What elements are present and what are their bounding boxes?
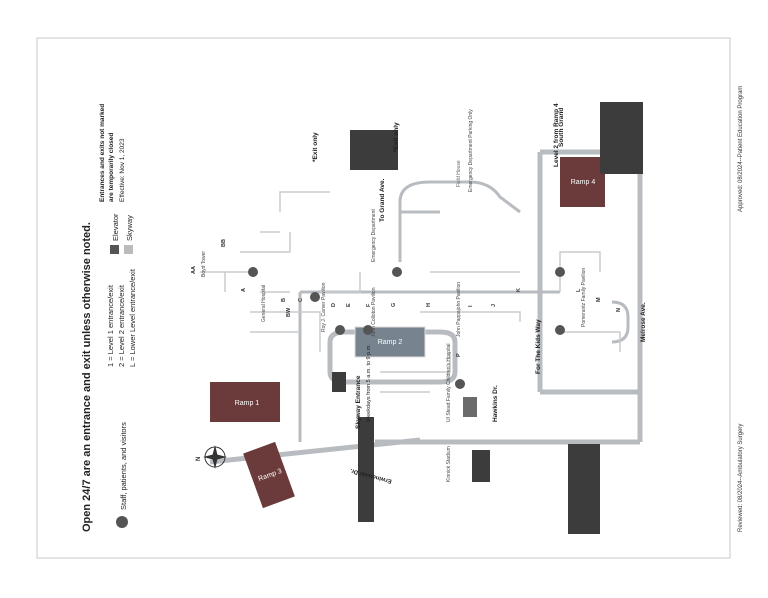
exit-only-2: *Exit only [393,122,400,152]
callout-emergency [350,130,398,170]
entrance-letter-i: I [468,305,474,307]
label-colloton: John Colloton Pavilion [371,287,377,337]
entrance-letter-aa: AA [191,266,197,274]
boyd-tower-outline [200,232,291,293]
entrance-marker-1[interactable] [248,267,258,277]
entrance-letter-j: J [491,304,497,307]
entrance-letter-h: H [426,303,432,307]
entrance-letter-e: E [346,303,352,307]
compass-north-label: N [196,457,202,461]
footer-approved: Approved: 08/2024--Patient Education Pro… [738,86,744,212]
callout-skyway [332,372,346,392]
label-emergency-parking: Emergency Department Parking Only [468,109,474,192]
entrance-letter-d: D [331,303,337,307]
ramp-3[interactable] [243,441,295,509]
notice-line-2: are temporarily closed [108,133,115,202]
callout-kinnick [472,450,490,482]
notice-effective: Effective: Nov 1, 2023 [119,138,126,202]
label-stead: UI Stead Family Children's Hospital [446,344,452,422]
compass-icon [203,445,227,469]
entrance-letter-l: L [576,288,582,292]
label-emergency: Emergency Department [371,209,377,262]
street-to-grand: To Grand Ave. [379,178,386,222]
entrance-marker-3[interactable] [335,325,345,335]
legend-skyway: Skyway [125,215,134,241]
entrance-letter-bb: BB [221,239,227,247]
label-carver: Roy J. Carver Pavilion [321,282,327,332]
map-title: Open 24/7 are an entrance and exit unles… [81,222,93,532]
ramp-2[interactable] [354,326,426,358]
ramp-2-label: Ramp 2 [378,339,403,346]
label-general-hospital: General Hospital [261,285,267,322]
entrance-marker-5[interactable] [392,267,402,277]
notice-line-1: Entrances and exits not marked [99,104,106,202]
callout-south-grand [600,102,643,174]
exit-only-1: *Exit only [312,132,319,162]
legend-lower-level: L = Lower Level entrance/exit [128,268,137,367]
entrance-marker-4[interactable] [363,325,373,335]
building-outlines [200,191,621,393]
skyway-hours: Weekdays from 5 a.m. to 9 p.m. [366,344,372,422]
carver-outline [380,352,451,393]
skyway-entrance: Skyway Entrance [355,375,362,429]
skyway-icon [124,245,133,254]
label-boyd-tower: Boyd Tower [201,251,207,277]
level-2-ramp4: Level 2 from Ramp 4 [553,103,560,167]
entrance-marker-6[interactable] [555,267,565,277]
general-hospital-outline [250,272,361,352]
entrance-letter-n: N [616,308,622,312]
legend-elevator: Elevator [111,213,120,241]
street-hawkins: Hawkins Dr. [492,385,499,422]
entrance-letter-m: M [596,297,602,302]
ramp-4-label: Ramp 4 [571,179,596,186]
legend-level-2: 2 = Level 2 entrance/exit [117,284,126,367]
colloton-outline [420,271,521,322]
label-field-house: Field House [456,160,462,187]
label-pomerantz: Pomerantz Family Pavilion [581,268,587,327]
entrance-marker-2[interactable] [310,292,320,302]
entrance-letters: AA BB A B C BW D E F G H I J K L M N P [191,239,622,357]
label-pappajohn: John Pappajohn Pavilion [456,282,462,337]
callout-ramp2 [463,397,477,417]
north-outline [260,191,330,233]
legend-level-1: 1 = Level 1 entrance/exit [106,284,115,367]
staff-dot-icon [116,516,128,528]
entrance-markers [248,267,565,389]
street-south-grand: South Grand [558,108,565,147]
street-melrose: Melrose Ave. [640,302,647,342]
entrance-letter-g: G [391,303,397,307]
callout-bottom-left [358,417,374,522]
ramp-1-label: Ramp 1 [235,400,260,407]
label-kinnick: Kinnick Stadium [446,446,452,482]
entrance-letter-b: B [281,298,287,302]
entrance-letter-p: P [456,353,462,357]
entrance-marker-7[interactable] [555,325,565,335]
entrance-letter-bw: BW [286,307,292,317]
ramp4-curve [398,180,521,262]
entrance-letter-k: K [516,288,522,292]
entrance-marker-8[interactable] [455,379,465,389]
callouts [332,102,643,534]
legend-staff: Staff, patients, and visitors [119,422,128,510]
entrance-letter-a: A [241,288,247,292]
entrance-letter-c: C [298,298,304,302]
elevator-icon [110,245,119,254]
callout-melrose [568,444,600,534]
ramp-1[interactable] [210,382,280,422]
footer-reviewed: Reviewed: 08/2024--Ambulatory Surgery [738,424,744,532]
entrance-letter-f: F [366,303,372,307]
ramp-4[interactable] [560,157,605,207]
street-for-the-kids: For The Kids Way [535,319,542,374]
